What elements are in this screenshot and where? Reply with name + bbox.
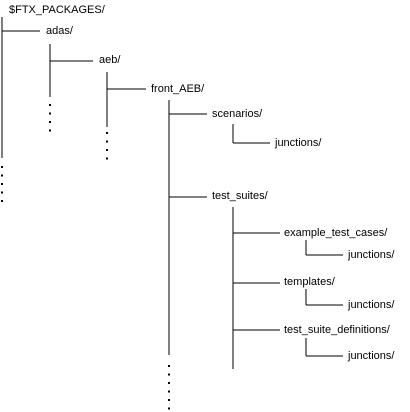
- ellipsis-dot-root: [1, 166, 3, 168]
- ellipsis-dot-adas: [49, 112, 51, 115]
- ellipsis-dot-adas: [49, 129, 51, 132]
- ellipsis-dot-front: [168, 390, 170, 393]
- ellipsis-dot-aeb: [106, 157, 108, 160]
- ellipsis-dot-aeb: [106, 140, 108, 143]
- folder-label-test-suites: test_suites/: [212, 190, 268, 202]
- ellipsis-dot-front: [168, 399, 170, 401]
- folder-label-front-aeb: front_AEB/: [151, 83, 205, 95]
- folder-label-scenarios: scenarios/: [212, 108, 263, 120]
- ellipsis-dot-aeb: [106, 132, 108, 134]
- ellipsis-dot-root: [1, 191, 3, 194]
- folder-label-definitions-junctions: junctions/: [348, 350, 395, 362]
- ellipsis-dot-root: [1, 183, 3, 185]
- ellipsis-dot-front: [168, 407, 170, 410]
- ellipsis-dot-aeb: [106, 149, 108, 151]
- ellipsis-dot-front: [168, 382, 170, 384]
- ellipsis-dot-adas: [49, 121, 51, 123]
- folder-label-example-test-cases: example_test_cases/: [284, 227, 388, 239]
- folder-label-test-suite-definitions: test_suite_definitions/: [284, 324, 390, 336]
- folder-label-aeb: aeb/: [99, 54, 121, 66]
- folder-label-example-junctions: junctions/: [348, 249, 395, 261]
- ellipsis-dot-root: [1, 174, 3, 177]
- folder-label-templates-junctions: junctions/: [348, 299, 395, 311]
- folder-label-adas: adas/: [46, 25, 73, 37]
- ellipsis-dot-root: [1, 200, 3, 202]
- folder-label-templates: templates/: [284, 276, 335, 288]
- ellipsis-dot-adas: [49, 104, 51, 106]
- ellipsis-dot-front: [168, 373, 170, 376]
- ellipsis-dot-front: [168, 365, 170, 367]
- folder-label-scenarios-junctions: junctions/: [275, 137, 322, 149]
- folder-label-root: $FTX_PACKAGES/: [9, 4, 105, 16]
